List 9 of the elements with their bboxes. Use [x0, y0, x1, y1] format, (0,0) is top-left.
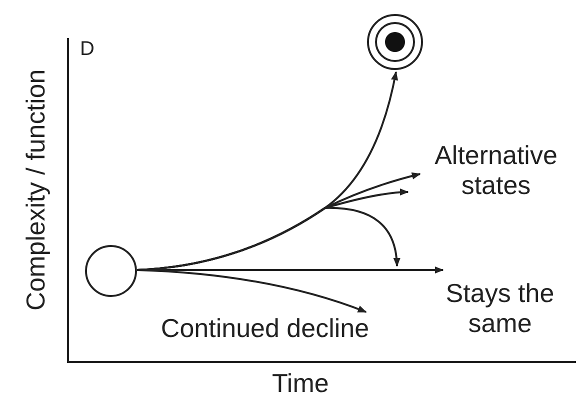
trajectory-arrow: [136, 269, 367, 313]
outcome-label: Stays the same: [418, 278, 582, 338]
target-icon: [367, 14, 423, 70]
outcome-label: Alternative states: [410, 140, 582, 200]
axis-title: Complexity / function: [20, 69, 50, 311]
axis-title: Time: [272, 368, 329, 398]
outcome-label: Continued decline: [118, 313, 412, 343]
panel-letter: D: [80, 37, 94, 62]
start-circle: [85, 245, 137, 297]
